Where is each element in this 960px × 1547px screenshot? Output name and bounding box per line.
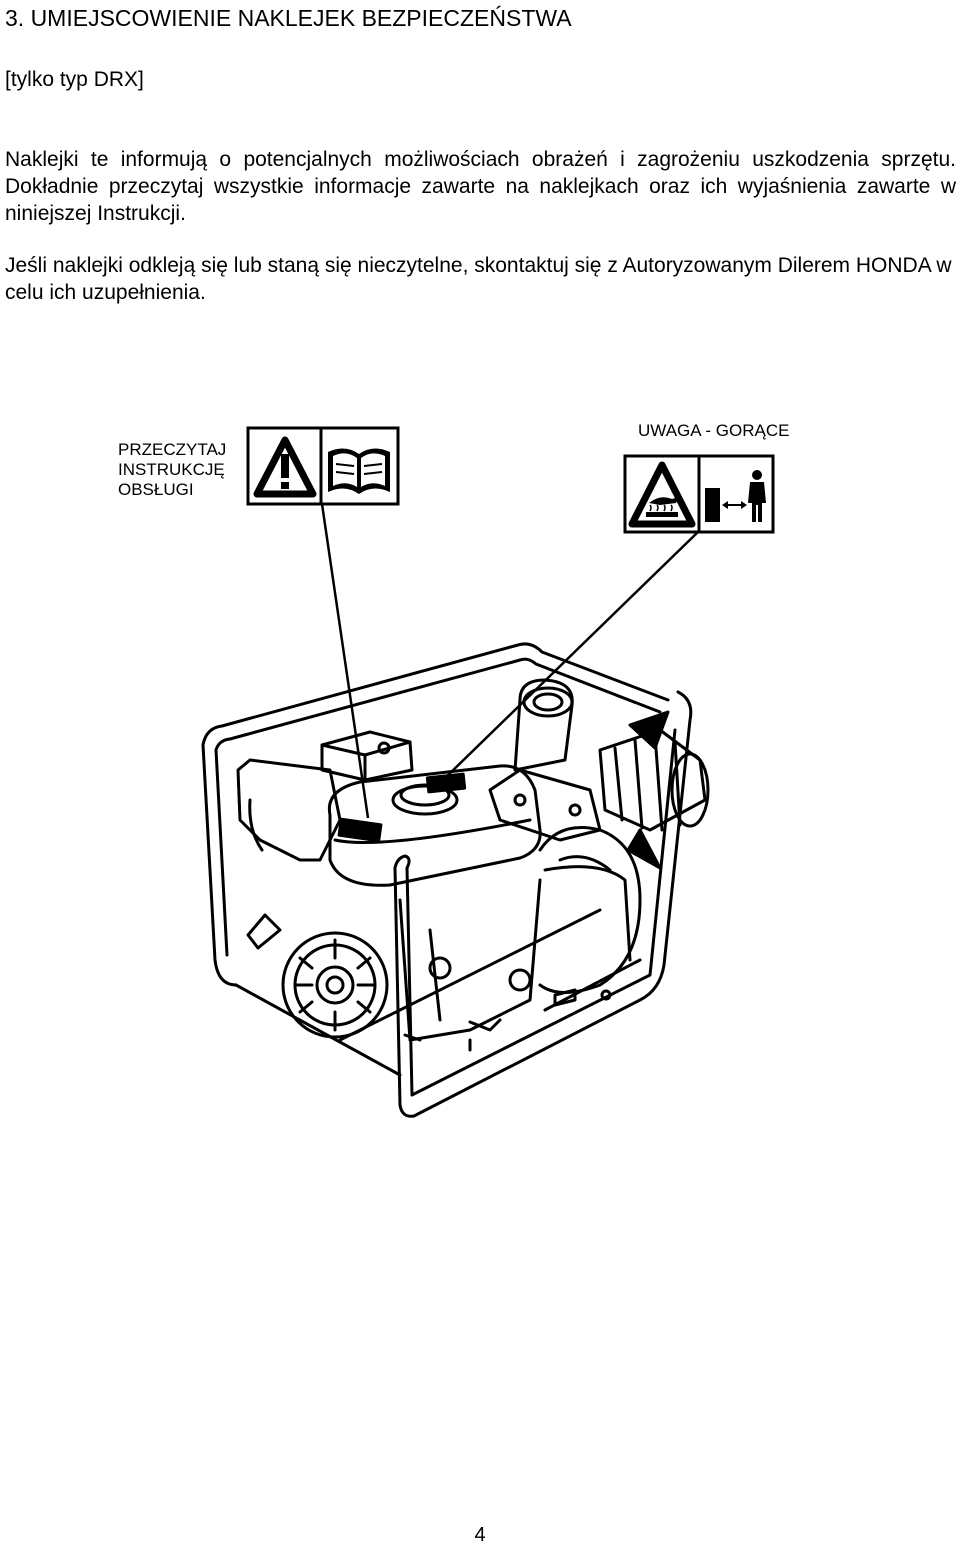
hot-warning-decal — [623, 454, 775, 534]
label-read-manual-line1: PRZECZYTAJ — [118, 440, 227, 459]
leader-lines — [320, 503, 699, 819]
warning-triangle-icon — [253, 436, 317, 498]
page-title: 3. UMIEJSCOWIENIE NAKLEJEK BEZPIECZEŃSTW… — [5, 5, 572, 31]
water-pump-drawing — [201, 642, 710, 1118]
open-book-icon — [328, 448, 390, 494]
paragraph-replacement: Jeśli naklejki odkleją się lub staną się… — [5, 254, 952, 304]
label-read-manual-line2: INSTRUKCJĘ — [118, 460, 225, 479]
label-read-manual-line3: OBSŁUGI — [118, 480, 194, 499]
page-number: 4 — [474, 1524, 486, 1546]
section-subtitle: [tylko typ DRX] — [5, 68, 144, 91]
label-hot-warning: UWAGA - GORĄCE — [638, 421, 790, 440]
read-manual-decal — [246, 426, 400, 506]
label-read-manual: PRZECZYTAJ INSTRUKCJĘ OBSŁUGI — [118, 440, 226, 500]
keep-distance-person-icon — [705, 470, 766, 522]
paragraph-intro: Naklejki te informują o potencjalnych mo… — [5, 148, 956, 225]
hot-surface-hand-icon — [628, 461, 696, 528]
